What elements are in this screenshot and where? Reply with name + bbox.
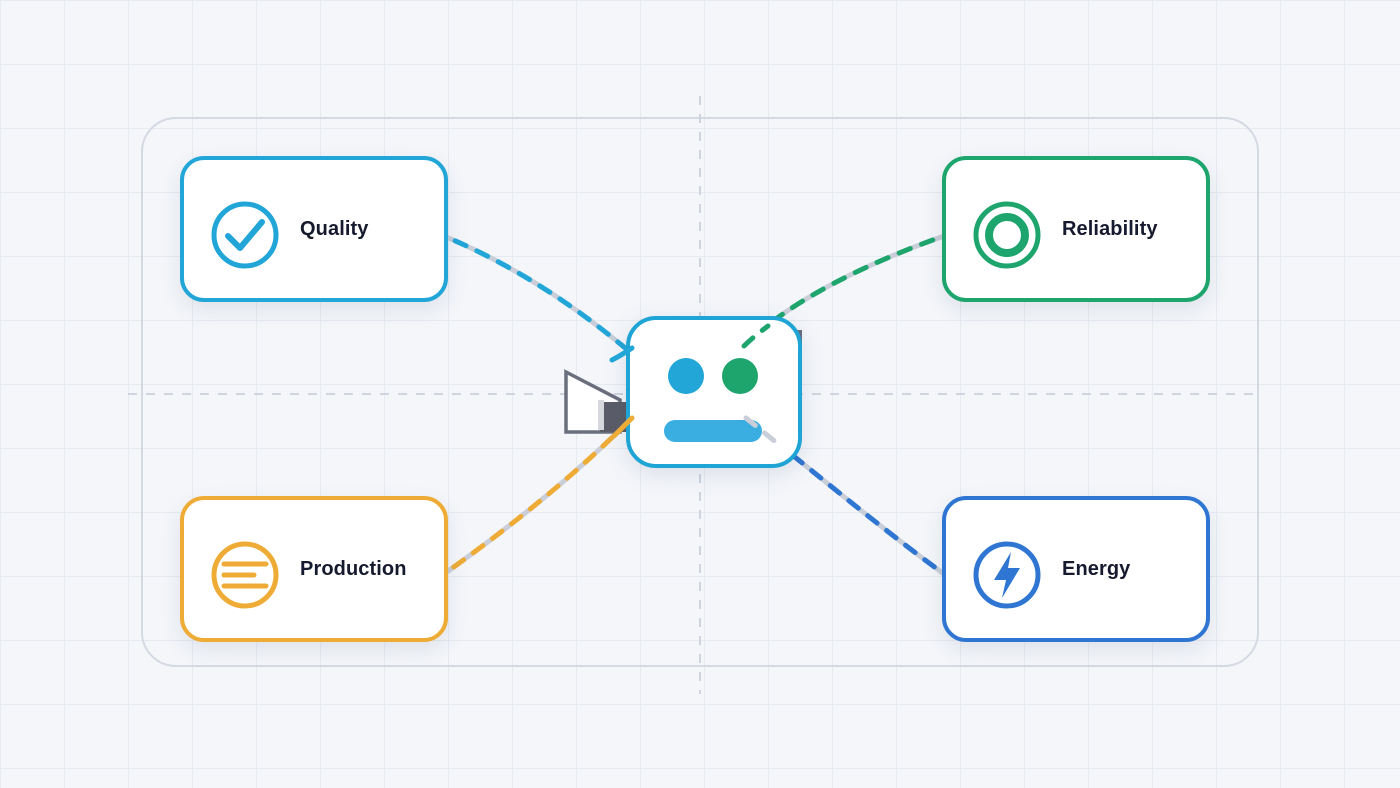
node-energy-label: Energy <box>1062 557 1131 580</box>
robot-left-eye <box>668 358 704 394</box>
robot-right-eye <box>722 358 758 394</box>
node-reliability[interactable]: Reliability <box>942 156 1210 302</box>
target-rings-icon <box>973 201 1041 269</box>
node-reliability-label: Reliability <box>1062 217 1158 240</box>
check-circle-icon <box>211 201 279 269</box>
hub-robot <box>626 316 802 468</box>
lines-circle-icon <box>211 541 279 609</box>
node-quality-label: Quality <box>300 217 369 240</box>
node-quality[interactable]: Quality <box>180 156 448 302</box>
connector-quality <box>441 233 633 355</box>
node-production[interactable]: Production <box>180 496 448 642</box>
node-production-label: Production <box>300 557 407 580</box>
lightning-bolt-icon <box>973 541 1041 609</box>
robot-mouth <box>664 420 762 442</box>
node-energy[interactable]: Energy <box>942 496 1210 642</box>
connector-production <box>441 417 633 577</box>
